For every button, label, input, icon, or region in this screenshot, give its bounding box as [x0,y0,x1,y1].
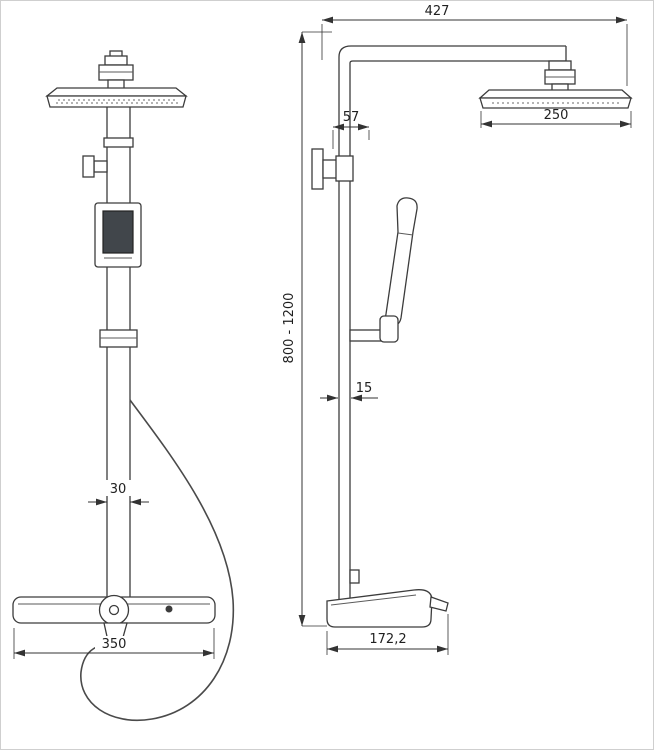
holder-cup [379,315,399,343]
display-module [94,202,142,268]
rain-shower-head-side [478,89,633,109]
dimension-column-width: 30 [88,480,149,506]
dim-label-mixer-width: 350 [102,637,127,652]
dim-label-pipe-width: 15 [356,381,373,396]
dimension-wall-offset: 57 [332,110,370,149]
wall-bracket [311,148,354,190]
riser-pipe-and-arm [338,45,567,600]
dimension-head-width: 250 [480,108,632,128]
head-connector-side [544,60,576,93]
mixer-lever [429,596,449,612]
mixer-button [165,605,173,613]
shower-column-front [106,105,131,599]
dim-label-arm-reach: 427 [425,4,450,19]
dim-label-head-width: 250 [544,108,569,123]
head-connector-front [98,50,134,91]
dimension-pipe-width: 15 [320,381,378,402]
shower-hose [80,399,235,721]
dimension-height-range: 800 - 1200 [282,31,332,627]
dimension-arm-reach: 427 [321,4,628,86]
display-screen [102,210,134,254]
rain-shower-head-front [45,87,188,108]
dim-label-mixer-depth: 172,2 [369,632,406,647]
hand-shower-side [349,197,418,343]
side-view: 427 250 57 15 800 - 1200 [282,4,633,655]
diverter-knob [82,155,108,178]
dim-label-wall-offset: 57 [343,110,360,125]
dim-label-column-width: 30 [110,482,127,497]
dimension-mixer-depth: 172,2 [326,614,449,655]
hand-shower-holder [349,329,384,342]
mixer-side [326,589,449,628]
front-view: 30 350 [12,50,235,721]
column-clamp [99,329,138,348]
column-joint [103,137,134,148]
mixer-bar-front [12,594,216,626]
dim-label-height-range: 800 - 1200 [282,293,297,364]
dimension-mixer-width: 350 [13,628,215,659]
hose-outlet [349,569,360,584]
